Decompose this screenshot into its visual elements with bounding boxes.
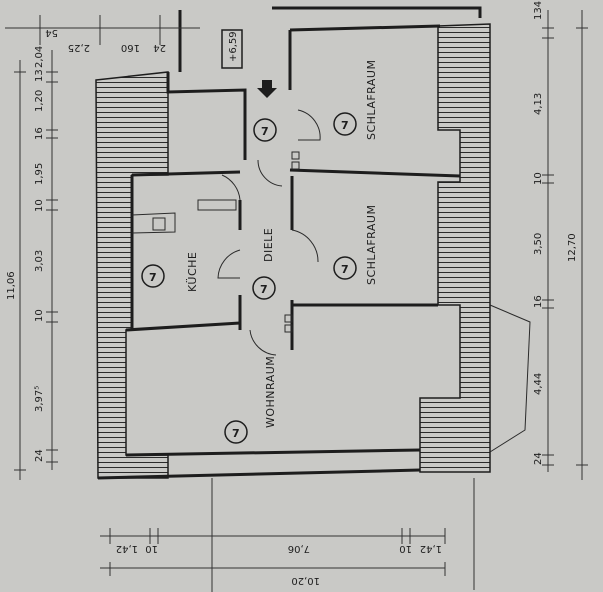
top-dim-label: 160	[121, 42, 140, 53]
right-dim-label: 134	[533, 1, 544, 20]
room-label-schlafraum-1: SCHLAFRAUM	[365, 60, 378, 140]
top-dim-label: 54	[45, 27, 58, 38]
level-marker-text: +6,59	[228, 31, 239, 62]
room-markers: 7 7 7 7 7 7	[141, 112, 357, 444]
bottom-dimensions: 1,42 10 7,06 10 1,42 10,20	[100, 478, 475, 592]
room-label-wohnraum: WOHNRAUM	[264, 356, 277, 428]
bottom-dim-label: 10	[145, 543, 158, 554]
room-marker: 7	[253, 118, 277, 142]
left-dim-label: 1,20	[34, 90, 45, 112]
left-dim-label: 3,97⁵	[34, 386, 45, 412]
right-dim-label: 24	[533, 452, 544, 465]
hatched-roof-areas	[95, 23, 491, 479]
top-dim-label: 24	[153, 42, 166, 53]
door-swings	[217, 109, 321, 356]
right-dimensions: 134 4,13 10 3,50 16 4,44 24 12,70	[533, 1, 588, 480]
bottom-dim-label: 10	[399, 543, 412, 554]
left-dim-label: 10	[34, 309, 45, 322]
chimney-blocks	[152, 151, 300, 333]
room-marker: 7	[333, 256, 357, 280]
right-dim-label: 3,50	[533, 233, 544, 255]
left-dim-label: 16	[34, 127, 45, 140]
bottom-dim-total: 10,20	[291, 575, 320, 586]
right-dim-label: 4,13	[533, 93, 544, 115]
bottom-dim-label: 7,06	[288, 543, 310, 554]
svg-text:7: 7	[341, 263, 349, 276]
right-dim-label: 16	[533, 295, 544, 308]
svg-text:7: 7	[261, 125, 269, 138]
svg-text:7: 7	[232, 427, 240, 440]
room-label-schlafraum-2: SCHLAFRAUM	[365, 205, 378, 285]
entrance-arrow-icon	[257, 80, 277, 98]
left-dim-label: 1,95	[34, 163, 45, 185]
room-label-kueche: KÜCHE	[186, 252, 199, 292]
balcony-outline	[489, 304, 531, 453]
left-dim-label: 13	[34, 69, 45, 82]
room-marker: 7	[141, 264, 165, 288]
level-marker: +6,59	[221, 29, 243, 69]
room-marker: 7	[252, 276, 276, 300]
left-dim-label: 24	[34, 449, 45, 462]
top-dim-label: 2,25	[68, 42, 90, 53]
svg-text:7: 7	[260, 283, 268, 296]
top-dimensions: 2,25 160 24 54	[5, 15, 200, 53]
svg-text:7: 7	[341, 119, 349, 132]
left-dim-label: 2,04	[34, 46, 45, 68]
left-dimensions: 2,04 13 1,20 16 1,95 10 3,03 10 3,97⁵ 24…	[6, 46, 58, 480]
room-label-diele: DIELE	[262, 228, 275, 262]
svg-text:7: 7	[149, 271, 157, 284]
right-dim-total: 12,70	[567, 233, 578, 262]
bottom-dim-label: 1,42	[116, 543, 138, 554]
left-dim-label: 3,03	[34, 250, 45, 272]
room-marker: 7	[333, 112, 357, 136]
right-dim-label: 10	[533, 172, 544, 185]
left-dim-label: 10	[34, 199, 45, 212]
room-marker: 7	[224, 420, 248, 444]
right-dim-label: 4,44	[533, 373, 544, 395]
bottom-dim-label: 1,42	[420, 543, 442, 554]
left-dim-total: 11,06	[6, 271, 17, 300]
